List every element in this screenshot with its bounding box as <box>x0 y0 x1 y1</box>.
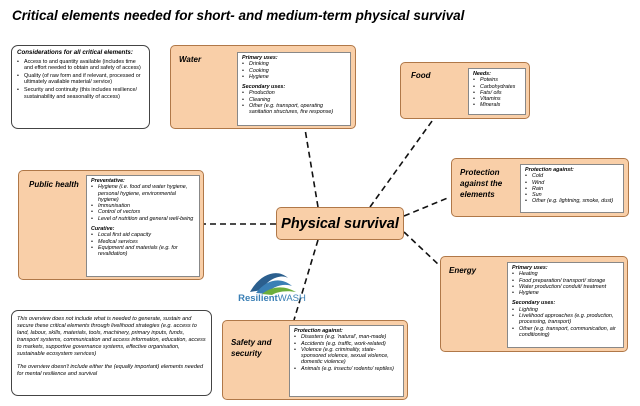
energy-secondary-item: Other (e.g. transport, communication, ai… <box>512 326 619 339</box>
considerations-heading: Considerations for all critical elements… <box>17 49 133 56</box>
food-need-item: Fats/ oils <box>473 90 521 97</box>
energy-primary-item: Hygiene <box>512 290 619 297</box>
curative-item: Equipment and materials (e.g. for revali… <box>91 245 195 258</box>
protection-label-line: against the <box>460 179 503 188</box>
safety-item: Animals (e.g. insects/ rodents/ reptiles… <box>294 366 399 373</box>
safety-item: Violence (e.g. criminality, state-sponso… <box>294 347 399 366</box>
connector-protection <box>403 196 451 217</box>
safety-box: Safety and security Protection against: … <box>222 320 408 400</box>
water-primary-heading: Primary uses: <box>242 55 278 61</box>
food-need-item: Poteins <box>473 77 521 84</box>
connector-water <box>304 128 319 208</box>
logo-wave <box>250 273 288 292</box>
water-secondary-heading: Secondary uses: <box>242 84 286 91</box>
curative-item: Local first aid capacity <box>91 232 195 239</box>
water-secondary-item: Cleaning <box>242 97 346 104</box>
safety-heading: Protection against: <box>294 328 343 334</box>
preventative-item: Hygiene (i.e. food and water hygiene, pe… <box>91 184 195 203</box>
overview-paragraph: The overview doesn't include either the … <box>17 364 204 377</box>
logo-wordmark: ResilientWASH <box>222 293 322 304</box>
considerations-box: Considerations for all critical elements… <box>11 45 150 129</box>
energy-box: Energy Primary uses: Heating Food prepar… <box>440 256 628 352</box>
preventative-heading: Preventative: <box>91 178 125 184</box>
protection-label-line: Protection <box>460 168 500 177</box>
protection-item: Cold <box>525 173 619 180</box>
overview-paragraph: This overview does not include what is n… <box>17 316 206 357</box>
food-need-item: Vitamins <box>473 96 521 103</box>
connector-safety <box>293 239 319 321</box>
diagram-title: Critical elements needed for short- and … <box>12 8 465 23</box>
energy-secondary-item: Livelihood approaches (e.g. production, … <box>512 313 619 326</box>
connector-energy <box>403 231 441 267</box>
energy-secondary-item: Lighting <box>512 307 619 314</box>
safety-item: Accidents (e.g. traffic, work-related) <box>294 341 399 348</box>
logo-text-bold: Resilient <box>238 293 278 304</box>
water-label: Water <box>179 55 202 64</box>
energy-primary-item: Heating <box>512 271 619 278</box>
considerations-item: Quality (of raw form and if relevant, pr… <box>17 73 144 86</box>
energy-secondary-heading: Secondary uses: <box>512 300 556 307</box>
water-primary-item: Cooking <box>242 68 346 75</box>
food-box: Food Needs: Poteins Carbohydrates Fats/ … <box>400 62 530 119</box>
protection-item: Other (e.g. lightning, smoke, dust) <box>525 198 619 205</box>
protection-label-line: elements <box>460 190 495 199</box>
water-primary-item: Hygiene <box>242 74 346 81</box>
safety-label-line: security <box>231 349 262 358</box>
considerations-item: Security and continuity (this includes r… <box>17 87 144 100</box>
water-secondary-item: Production <box>242 90 346 97</box>
public-health-box: Public health Preventative: Hygiene (i.e… <box>18 170 204 280</box>
resilientwash-logo <box>250 273 296 295</box>
physical-survival-node: Physical survival <box>276 207 404 240</box>
curative-heading: Curative: <box>91 226 115 233</box>
water-secondary-item: Other (e.g. transport, operating sanitat… <box>242 103 346 116</box>
energy-primary-item: Water production/ conduit/ treatment <box>512 284 619 291</box>
food-details: Needs: Poteins Carbohydrates Fats/ oils … <box>468 68 526 115</box>
water-primary-item: Drinking <box>242 61 346 68</box>
curative-item: Medical services <box>91 239 195 246</box>
safety-item: Disasters (e.g. 'natural', man-made) <box>294 334 399 341</box>
preventative-item: Level of nutrition and general well-bein… <box>91 216 195 223</box>
logo-wave <box>256 280 292 294</box>
considerations-item: Access to and quantity available (includ… <box>17 59 144 72</box>
energy-label: Energy <box>449 266 477 275</box>
food-label: Food <box>411 71 431 80</box>
food-need-item: Minerals <box>473 102 521 109</box>
energy-details: Primary uses: Heating Food preparation/ … <box>507 262 624 348</box>
protection-item: Wind <box>525 180 619 187</box>
public-health-details: Preventative: Hygiene (i.e. food and wat… <box>86 175 200 277</box>
logo-text-regular: WASH <box>277 293 306 304</box>
energy-primary-item: Food preparation/ transport/ storage <box>512 278 619 285</box>
safety-details: Protection against: Disasters (e.g. 'nat… <box>289 325 404 397</box>
energy-primary-heading: Primary uses: <box>512 265 548 271</box>
protection-label: Protection against the elements <box>460 167 502 200</box>
logo-wave <box>262 287 296 295</box>
public-health-label: Public health <box>29 180 79 189</box>
food-needs-heading: Needs: <box>473 71 491 77</box>
water-details: Primary uses: Drinking Cooking Hygiene S… <box>237 52 351 126</box>
protection-item: Sun <box>525 192 619 199</box>
safety-label-line: Safety and <box>231 338 272 347</box>
protection-details: Protection against: Cold Wind Rain Sun O… <box>520 164 624 213</box>
connector-food <box>369 109 441 208</box>
overview-note: This overview does not include what is n… <box>11 310 212 396</box>
preventative-item: Control of vectors <box>91 209 195 216</box>
food-need-item: Carbohydrates <box>473 84 521 91</box>
safety-label: Safety and security <box>231 337 271 359</box>
protection-item: Rain <box>525 186 619 193</box>
protection-box: Protection against the elements Protecti… <box>451 158 629 217</box>
water-box: Water Primary uses: Drinking Cooking Hyg… <box>170 45 356 129</box>
protection-heading: Protection against: <box>525 167 574 173</box>
preventative-item: Immunisation <box>91 203 195 210</box>
